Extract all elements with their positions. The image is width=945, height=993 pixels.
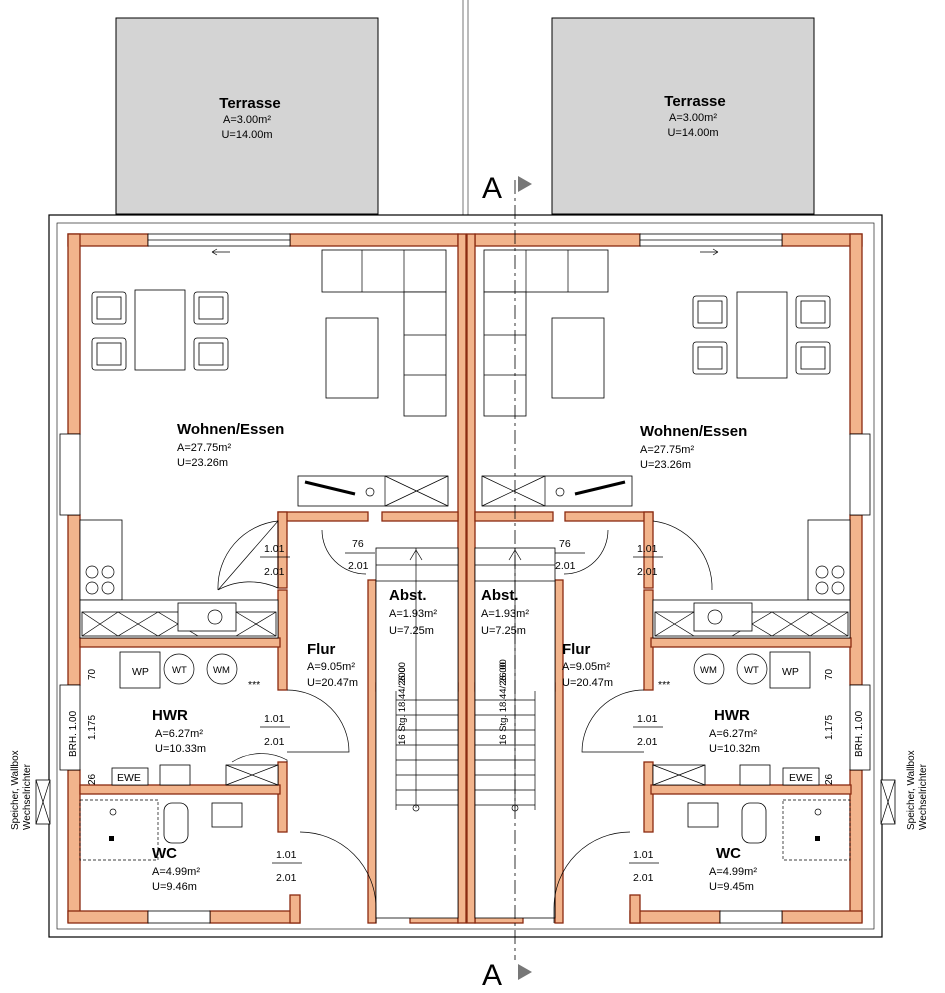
storage-right-area: A=1.93m² <box>481 608 529 620</box>
door-height: 2.01 <box>637 566 658 578</box>
hallway-left-name: Flur <box>307 641 335 658</box>
storage-left-name: Abst. <box>389 587 427 604</box>
door-height: 2.01 <box>276 872 297 884</box>
living-right-perimeter: U=23.26m <box>640 459 691 471</box>
utility-right-name: HWR <box>714 707 750 724</box>
living-left-perimeter: U=23.26m <box>177 457 228 469</box>
storage-door-width: 76 <box>352 538 364 550</box>
ewe-label: EWE <box>117 772 141 784</box>
washer-label: WM <box>213 665 230 676</box>
dim-26: 26 <box>824 773 835 785</box>
terrace-left-perimeter: U=14.00m <box>221 129 272 141</box>
dryer-label: WT <box>172 665 187 676</box>
utility-right-area: A=6.27m² <box>709 728 757 740</box>
wc-right-area: A=4.99m² <box>709 866 757 878</box>
door-width: 1.01 <box>264 543 285 555</box>
terrace-left-name: Terrasse <box>219 95 280 112</box>
storage-left-perimeter: U=7.25m <box>389 625 434 637</box>
door-width: 1.01 <box>633 849 654 861</box>
side-note-left-2: Wechselrichter <box>22 763 33 830</box>
terrace-left-area: A=3.00m² <box>223 114 271 126</box>
dim-70: 70 <box>824 668 835 680</box>
hallway-right-name: Flur <box>562 641 590 658</box>
storage-door-height: 2.01 <box>348 560 369 572</box>
stair-dim-200: 200 <box>397 667 408 683</box>
stars-label: *** <box>248 679 260 691</box>
hallway-left-perimeter: U=20.47m <box>307 677 358 689</box>
side-note-right-1: Speicher, Wallbox <box>906 750 917 830</box>
living-right-name: Wohnen/Essen <box>640 423 747 440</box>
section-label-bottom: A <box>482 959 502 992</box>
side-note-left-1: Speicher, Wallbox <box>10 750 21 830</box>
utility-right-perimeter: U=10.32m <box>709 743 760 755</box>
door-height: 2.01 <box>637 736 658 748</box>
living-left-name: Wohnen/Essen <box>177 421 284 438</box>
wc-right-name: WC <box>716 845 741 862</box>
section-label-top: A <box>482 172 502 205</box>
dryer-label: WT <box>744 665 759 676</box>
furniture-right <box>481 249 851 639</box>
door-height: 2.01 <box>264 566 285 578</box>
terrace-right <box>551 17 815 215</box>
dim-brh: BRH. 1.00 <box>68 710 79 757</box>
utility-fixtures-right <box>652 651 851 861</box>
door-height: 2.01 <box>264 736 285 748</box>
side-note-right-2: Wechselrichter <box>918 763 929 830</box>
door-height: 2.01 <box>633 872 654 884</box>
dim-70: 70 <box>87 668 98 680</box>
living-left-area: A=27.75m² <box>177 442 231 454</box>
storage-right-name: Abst. <box>481 587 519 604</box>
storage-door-width: 76 <box>559 538 571 550</box>
exterior-walls <box>67 233 863 924</box>
hallway-left-area: A=9.05m² <box>307 661 355 673</box>
heat-pump-label: WP <box>782 666 799 678</box>
windows <box>59 233 871 924</box>
washer-label: WM <box>700 665 717 676</box>
terrace-right-perimeter: U=14.00m <box>667 127 718 139</box>
wc-left-name: WC <box>152 845 177 862</box>
terrace-left <box>115 17 379 215</box>
hallway-right-perimeter: U=20.47m <box>562 677 613 689</box>
utility-left-name: HWR <box>152 707 188 724</box>
utility-left-area: A=6.27m² <box>155 728 203 740</box>
terrace-right-name: Terrasse <box>664 93 725 110</box>
ewe-label: EWE <box>789 772 813 784</box>
dim-1175: 1.175 <box>824 715 835 740</box>
door-swings <box>217 520 713 923</box>
wc-left-area: A=4.99m² <box>152 866 200 878</box>
storage-door-height: 2.01 <box>555 560 576 572</box>
living-right-area: A=27.75m² <box>640 444 694 456</box>
hallway-right-area: A=9.05m² <box>562 661 610 673</box>
utility-left-perimeter: U=10.33m <box>155 743 206 755</box>
door-labels: 1.01 2.01 1.01 2.01 76 2.01 76 2.01 1.01… <box>260 538 663 884</box>
door-width: 1.01 <box>637 543 658 555</box>
dim-brh: BRH. 1.00 <box>854 710 865 757</box>
door-width: 1.01 <box>264 713 285 725</box>
storage-left-area: A=1.93m² <box>389 608 437 620</box>
dim-26: 26 <box>87 773 98 785</box>
wc-right-perimeter: U=9.45m <box>709 881 754 893</box>
stair-dim-2600: 26.00 <box>498 659 509 683</box>
storage-right-perimeter: U=7.25m <box>481 625 526 637</box>
wc-left-perimeter: U=9.46m <box>152 881 197 893</box>
dim-1175: 1.175 <box>87 715 98 740</box>
furniture-left <box>79 249 449 639</box>
stars-label: *** <box>658 679 670 691</box>
terrace-right-area: A=3.00m² <box>669 112 717 124</box>
utility-fixtures-left <box>79 651 279 861</box>
door-width: 1.01 <box>276 849 297 861</box>
heat-pump-label: WP <box>132 666 149 678</box>
door-width: 1.01 <box>637 713 658 725</box>
stair-label: 16 Stg. 18.44/26.00 <box>498 662 509 745</box>
stair-label: 16 Stg. 18.44/26.00 <box>397 662 408 745</box>
